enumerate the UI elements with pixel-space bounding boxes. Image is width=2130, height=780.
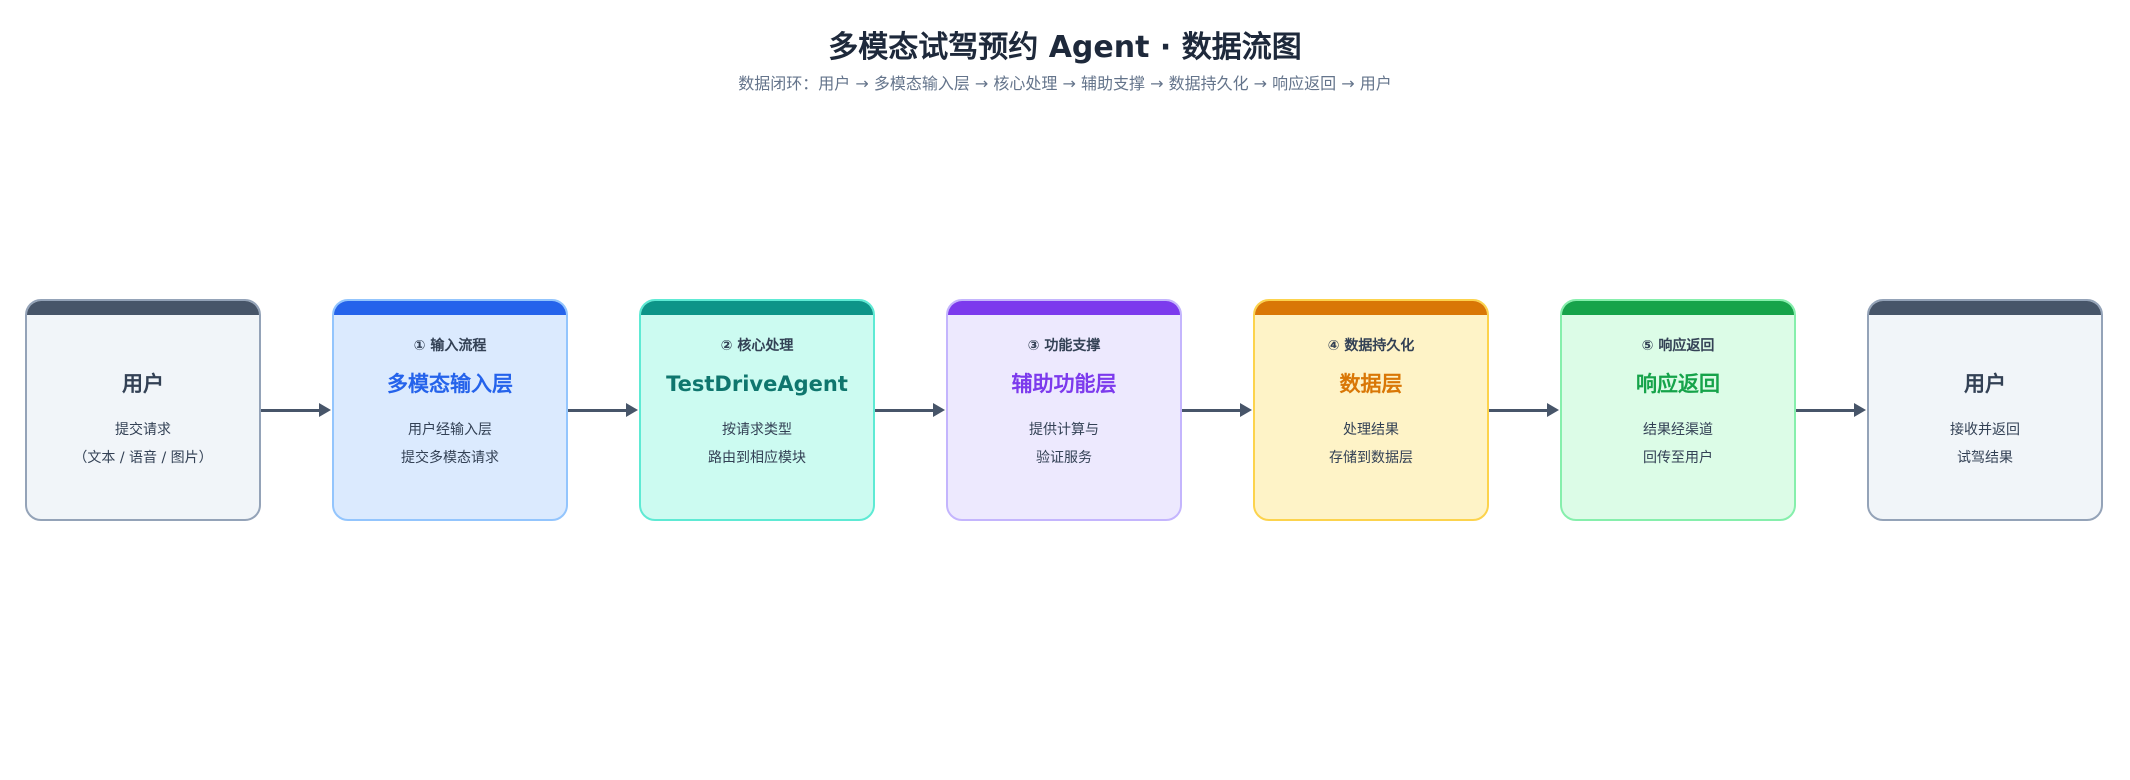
node-data-layer: ④ 数据持久化 数据层 处理结果 存储到数据层	[1253, 299, 1489, 521]
node-title: 数据层	[1339, 372, 1403, 396]
node-title: 用户	[122, 372, 164, 396]
arrow-head-icon	[1547, 403, 1559, 417]
node-desc-line-1: 按请求类型	[722, 422, 792, 438]
node-desc-line-2: 试驾结果	[1957, 450, 2013, 466]
node-step-label: ⑤ 响应返回	[1641, 338, 1715, 354]
arrow-head-icon	[1240, 403, 1252, 417]
arrow-head-icon	[1854, 403, 1866, 417]
node-desc-line-2: （文本 / 语音 / 图片）	[73, 450, 213, 466]
node-header-bar	[1869, 301, 2101, 315]
node-header-bar	[948, 301, 1180, 315]
node-header-bar	[1255, 301, 1487, 315]
flow-arrow	[875, 403, 945, 417]
diagram-subtitle: 数据闭环：用户 → 多模态输入层 → 核心处理 → 辅助支撑 → 数据持久化 →…	[738, 74, 1392, 93]
node-user-source: 用户 提交请求 （文本 / 语音 / 图片）	[25, 299, 261, 521]
node-title: TestDriveAgent	[666, 372, 848, 396]
node-header-bar	[641, 301, 873, 315]
node-title: 用户	[1964, 372, 2006, 396]
arrow-line	[1796, 409, 1856, 412]
node-desc-line-2: 提交多模态请求	[401, 450, 499, 466]
flow-arrow	[1182, 403, 1252, 417]
arrow-line	[568, 409, 628, 412]
diagram-title: 多模态试驾预约 Agent · 数据流图	[828, 30, 1302, 65]
node-step-label: ③ 功能支撑	[1027, 338, 1101, 354]
node-desc-line-2: 验证服务	[1036, 450, 1092, 466]
node-response: ⑤ 响应返回 响应返回 结果经渠道 回传至用户	[1560, 299, 1796, 521]
node-header-bar	[334, 301, 566, 315]
node-desc-line-2: 存储到数据层	[1329, 450, 1413, 466]
node-core-agent: ② 核心处理 TestDriveAgent 按请求类型 路由到相应模块	[639, 299, 875, 521]
node-desc-line-2: 回传至用户	[1643, 450, 1713, 466]
flow-arrow	[1489, 403, 1559, 417]
node-title: 多模态输入层	[387, 372, 513, 396]
node-header-bar	[1562, 301, 1794, 315]
arrow-line	[1489, 409, 1549, 412]
node-step-label: ① 输入流程	[413, 338, 487, 354]
arrow-line	[1182, 409, 1242, 412]
arrow-head-icon	[319, 403, 331, 417]
node-input-layer: ① 输入流程 多模态输入层 用户经输入层 提交多模态请求	[332, 299, 568, 521]
node-desc-line-1: 提供计算与	[1029, 422, 1099, 438]
flow-arrow	[1796, 403, 1866, 417]
node-desc-line-1: 接收并返回	[1950, 422, 2020, 438]
node-header-bar	[27, 301, 259, 315]
arrow-head-icon	[626, 403, 638, 417]
node-step-label: ② 核心处理	[720, 338, 794, 354]
node-step-label: ④ 数据持久化	[1327, 338, 1415, 354]
arrow-line	[261, 409, 321, 412]
node-desc-line-1: 结果经渠道	[1643, 422, 1713, 438]
node-desc-line-1: 用户经输入层	[408, 422, 492, 438]
arrow-head-icon	[933, 403, 945, 417]
node-title: 辅助功能层	[1011, 372, 1117, 396]
node-desc-line-2: 路由到相应模块	[708, 450, 806, 466]
node-title: 响应返回	[1636, 372, 1720, 396]
node-user-destination: 用户 接收并返回 试驾结果	[1867, 299, 2103, 521]
node-support-layer: ③ 功能支撑 辅助功能层 提供计算与 验证服务	[946, 299, 1182, 521]
node-desc-line-1: 处理结果	[1343, 422, 1399, 438]
arrow-line	[875, 409, 935, 412]
node-desc-line-1: 提交请求	[115, 422, 171, 438]
flow-arrow	[568, 403, 638, 417]
flow-arrow	[261, 403, 331, 417]
